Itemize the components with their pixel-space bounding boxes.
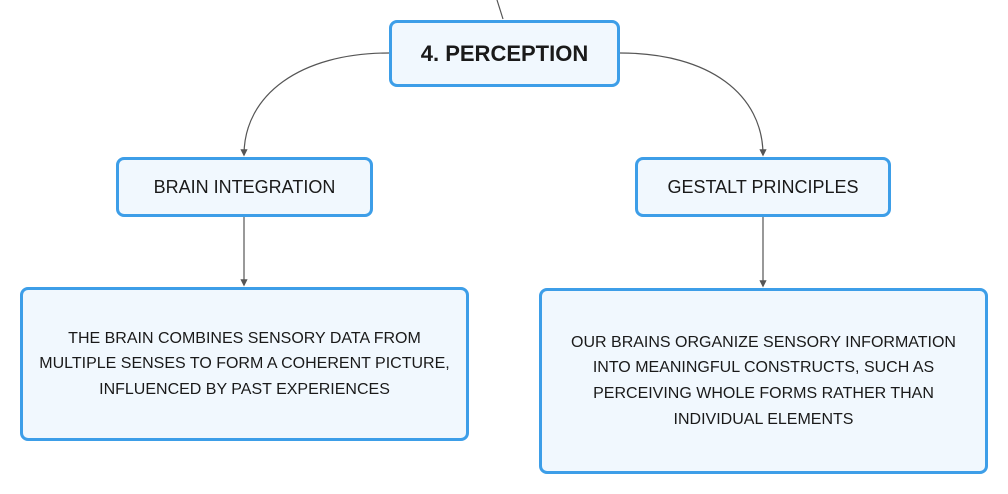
root-node-label: 4. PERCEPTION: [420, 40, 589, 66]
branch-node-gestalt-principles[interactable]: GESTALT PRINCIPLES: [635, 157, 891, 217]
branch-node-brain-integration[interactable]: BRAIN INTEGRATION: [116, 157, 373, 217]
branch-node-label: GESTALT PRINCIPLES: [667, 176, 859, 197]
connector-root-to-gestalt-principles: [619, 52, 767, 157]
connector-root-to-brain-integration: [240, 52, 390, 157]
connector-incoming: [496, 0, 504, 20]
detail-node-brain-integration[interactable]: THE BRAIN COMBINES SENSORY DATA FROM MUL…: [20, 287, 469, 441]
detail-node-text: OUR BRAINS ORGANIZE SENSORY INFORMATION …: [571, 333, 956, 428]
branch-node-label: BRAIN INTEGRATION: [153, 176, 336, 197]
detail-node-text: THE BRAIN COMBINES SENSORY DATA FROM MUL…: [39, 329, 450, 398]
root-node-perception[interactable]: 4. PERCEPTION: [389, 20, 620, 87]
detail-node-gestalt-principles[interactable]: OUR BRAINS ORGANIZE SENSORY INFORMATION …: [539, 288, 988, 474]
